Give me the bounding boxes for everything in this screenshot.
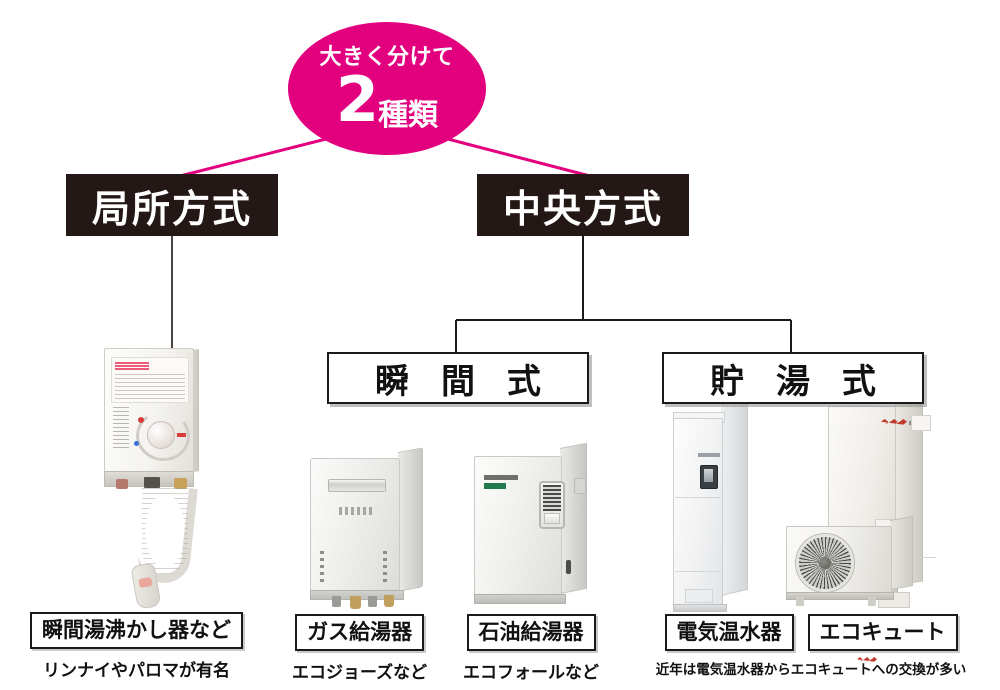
heater-port-left xyxy=(116,479,128,489)
caption-box-gas: ガス給湯器 xyxy=(295,614,425,652)
ecocute-heatpump-side-panel xyxy=(890,515,913,590)
electric-tank-seam-upper xyxy=(675,497,721,498)
heater-temp-tick xyxy=(177,433,186,437)
heater-port-right xyxy=(174,478,187,489)
oil-heater-bottom-rail xyxy=(474,594,566,604)
ecocute-tank-top-hatch xyxy=(911,415,931,431)
gas-heater-pipe-4 xyxy=(384,595,394,607)
heater-port-center xyxy=(144,477,160,488)
oil-heater-handle xyxy=(566,560,571,574)
heater-control-knob xyxy=(147,421,175,449)
ecocute-heatpump-brand-mark xyxy=(857,657,877,662)
caption-box-row-storage: 電気温水器 エコキュート xyxy=(664,614,958,652)
category-count-badge: 大きく分けて 2 種類 xyxy=(288,22,486,155)
ecocute-brand-mark xyxy=(881,419,907,425)
gas-heater-screws-left xyxy=(320,551,324,585)
caption-group-storage: 電気温水器 エコキュート 近年は電気温水器からエコキュートへの交換が多い xyxy=(646,614,976,678)
method-box-central-label: 中央方式 xyxy=(502,186,663,231)
type-box-instant: 瞬 間 式 xyxy=(327,352,589,404)
badge-number: 2 xyxy=(335,63,379,137)
caption-box-electric-water-heater: 電気温水器 xyxy=(664,614,794,652)
electric-tank-access-hatch xyxy=(685,589,713,603)
heater-cold-marker xyxy=(134,441,139,446)
electric-tank-seam-lower xyxy=(675,571,721,572)
gas-heater-vent-slot xyxy=(328,479,386,492)
gas-heater-brand-mark xyxy=(339,507,375,515)
heater-hose-ribs xyxy=(142,488,188,574)
caption-group-gas: ガス給湯器 エコジョーズなど xyxy=(292,614,427,683)
gas-heater-pipe-1 xyxy=(332,596,341,607)
caption-sub-gas: エコジョーズなど xyxy=(292,663,428,684)
type-box-storage: 貯 湯 式 xyxy=(662,352,924,404)
pink-line-to-local xyxy=(179,136,331,178)
heater-hot-marker xyxy=(138,417,144,423)
oil-heater-model-mark xyxy=(484,483,506,489)
method-box-local: 局所方式 xyxy=(66,174,278,236)
heater-warning-label xyxy=(111,357,189,403)
small-instant-water-heater-illustration xyxy=(96,348,206,610)
type-box-instant-label: 瞬 間 式 xyxy=(375,361,551,402)
pink-line-to-central xyxy=(443,136,591,178)
type-box-storage-label: 貯 湯 式 xyxy=(710,361,886,402)
oil-heater-front-panel xyxy=(474,456,565,598)
electric-tank-front-panel xyxy=(673,418,723,608)
caption-sub-storage: 近年は電気温水器からエコキュートへの交換が多い xyxy=(655,662,967,679)
electric-water-heater-tank-illustration xyxy=(673,397,753,612)
badge-main-text: 2 種類 xyxy=(335,63,439,137)
method-box-local-label: 局所方式 xyxy=(91,186,252,231)
caption-sub-local: リンナイやパロマが有名 xyxy=(43,661,230,682)
ecocute-heat-pump-water-heater-illustration xyxy=(786,395,958,662)
electric-tank-control-panel xyxy=(700,465,718,489)
caption-box-local: 瞬間湯沸かし器など xyxy=(30,612,243,650)
caption-sub-oil: エコフォールなど xyxy=(463,663,599,684)
method-box-central: 中央方式 xyxy=(477,174,689,236)
oil-heater-brand-mark xyxy=(484,475,518,480)
ecocute-heatpump-leg-left xyxy=(796,597,804,606)
oil-heater-vent-grille xyxy=(539,481,565,529)
ecocute-heatpump-fan xyxy=(796,534,854,592)
oil-heater-side-tab xyxy=(574,478,586,494)
ecocute-heatpump-base xyxy=(786,592,894,600)
gas-heater-side-panel xyxy=(398,447,423,592)
oil-water-heater-illustration xyxy=(474,442,592,606)
caption-box-ecocute: エコキュート xyxy=(807,614,958,652)
badge-unit: 種類 xyxy=(378,98,439,134)
caption-group-local: 瞬間湯沸かし器など リンナイやパロマが有名 xyxy=(30,612,243,681)
gas-heater-screws-right xyxy=(383,551,387,585)
badge-top-text: 大きく分けて xyxy=(319,45,455,71)
caption-group-oil: 石油給湯器 エコフォールなど xyxy=(463,614,599,683)
ecocute-heatpump-leg-right xyxy=(868,597,876,606)
caption-box-oil: 石油給湯器 xyxy=(466,614,596,652)
gas-heater-pipe-3 xyxy=(368,596,377,607)
heater-body xyxy=(104,348,194,475)
heater-spec-text xyxy=(113,407,129,449)
gas-heater-pipe-2 xyxy=(350,596,361,609)
gas-water-heater-illustration xyxy=(310,447,426,609)
electric-tank-side-panel xyxy=(721,397,748,596)
electric-tank-base xyxy=(673,604,727,612)
electric-tank-brand-mark xyxy=(698,453,720,457)
gas-heater-front-panel xyxy=(310,458,400,594)
